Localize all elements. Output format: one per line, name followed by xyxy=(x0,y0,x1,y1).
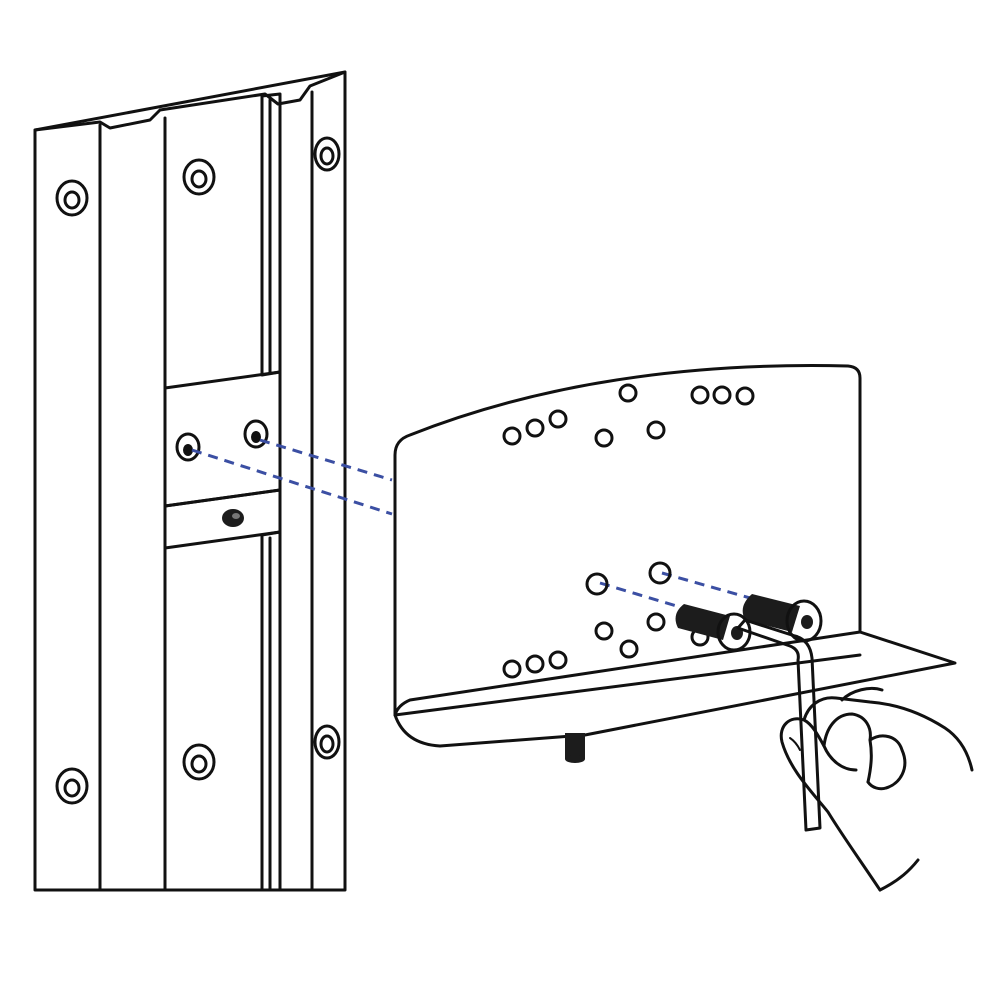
rail-hole-bottom-left xyxy=(55,767,89,805)
rail-hole-bottom-right xyxy=(313,724,341,760)
plate-holes-lower xyxy=(502,561,710,679)
plate-holes-upper xyxy=(502,383,755,448)
guide-line-left-screw xyxy=(599,581,691,612)
set-screw-icon xyxy=(222,509,244,527)
hand-icon xyxy=(779,686,974,892)
mounting-plate xyxy=(393,364,957,763)
guide-line-lower xyxy=(191,448,393,516)
rail-hole-top-left xyxy=(55,179,89,217)
rail-hole-top-right xyxy=(313,136,341,172)
allen-key-icon xyxy=(736,618,822,832)
rail-hole-bottom-center xyxy=(182,743,216,781)
guide-line-right-screw xyxy=(661,571,751,600)
guide-line-upper xyxy=(259,438,393,482)
vertical-rail xyxy=(33,70,347,892)
shelf-stud-icon xyxy=(565,733,585,763)
clamp-hole-right xyxy=(243,419,269,449)
clamp-hole-left xyxy=(175,432,201,462)
rail-hole-top-center xyxy=(182,158,216,196)
alignment-guides xyxy=(191,438,751,612)
rail-clamp-block xyxy=(163,370,282,550)
